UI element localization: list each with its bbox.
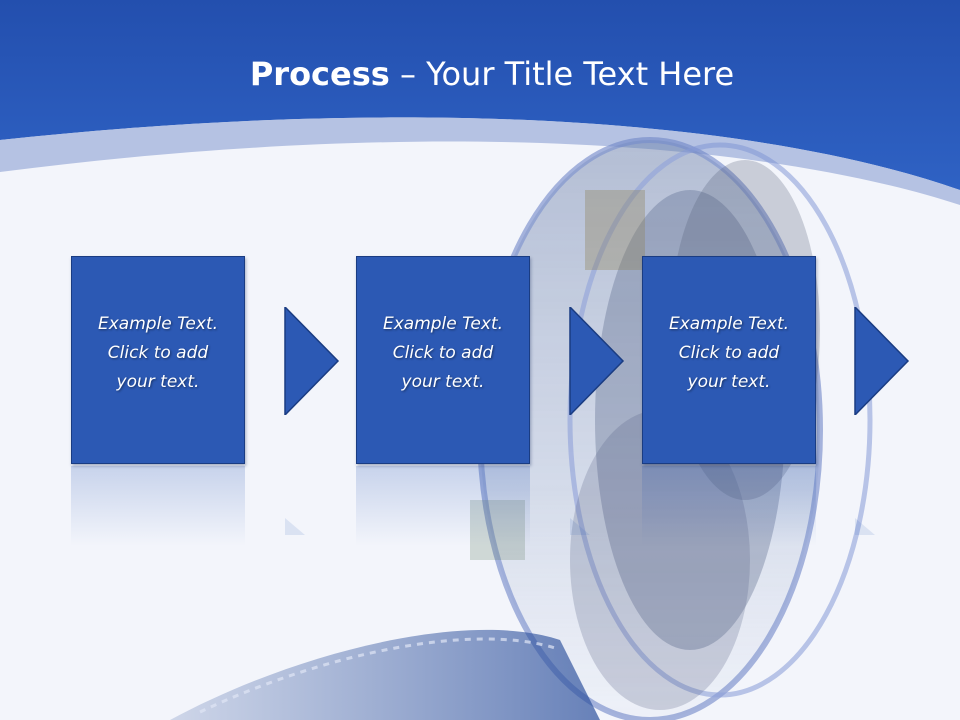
step-2-text: Example Text. Click to add your text. — [382, 314, 504, 392]
arrow-right-icon — [569, 307, 625, 415]
box-reflection-3 — [642, 466, 816, 546]
step-3-text: Example Text. Click to add your text. — [668, 314, 790, 392]
box-reflection-2 — [356, 466, 530, 546]
title-rest-part: – Your Title Text Here — [389, 55, 735, 93]
arrow-right-icon — [284, 307, 340, 415]
slide-title[interactable]: Process – Your Title Text Here — [0, 54, 960, 94]
process-step-3[interactable]: Example Text. Click to add your text. — [642, 256, 816, 464]
box-reflection-1 — [71, 466, 245, 546]
process-step-2[interactable]: Example Text. Click to add your text. — [356, 256, 530, 464]
arrow-right-icon — [854, 307, 910, 415]
step-1-text: Example Text. Click to add your text. — [97, 314, 219, 392]
process-step-1[interactable]: Example Text. Click to add your text. — [71, 256, 245, 464]
title-bold-part: Process — [249, 55, 390, 93]
